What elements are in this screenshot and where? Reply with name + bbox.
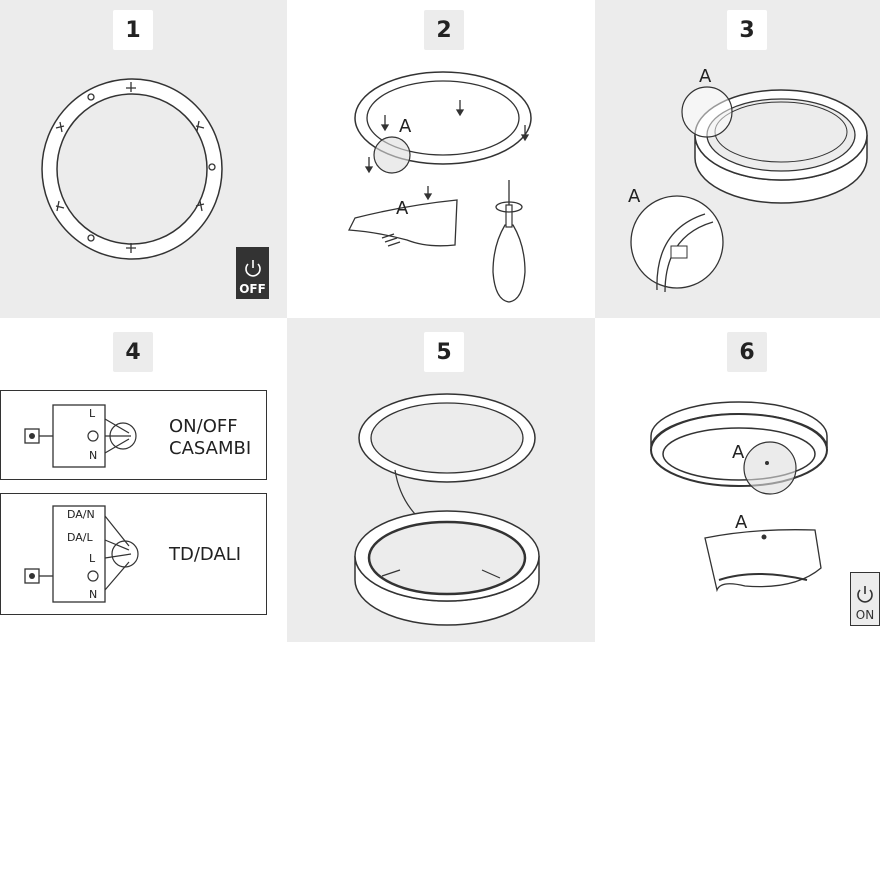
terminal-label: DA/L	[67, 531, 93, 544]
mode-label: ON/OFF	[169, 416, 238, 437]
callout-detail-label: A	[628, 186, 641, 207]
callout-label: A	[699, 66, 712, 87]
step-number: 3	[727, 10, 767, 50]
power-state-label: ON	[855, 608, 875, 622]
step-6-panel: 6 A A ON	[595, 318, 880, 642]
terminal-block-drawing	[24, 404, 137, 468]
power-icon	[857, 586, 873, 603]
step-number: 1	[113, 10, 153, 50]
step-3-panel: 3 A A	[595, 0, 880, 318]
callout-detail-label: A	[396, 198, 409, 219]
terminal-label: L	[89, 407, 96, 420]
mode-label: CASAMBI	[169, 438, 252, 459]
step-4-panel: 4 L N ON/OFF CASAMBI DA/N DA/L L N	[0, 318, 287, 642]
power-off-badge: OFF	[236, 247, 269, 299]
terminal-label: L	[89, 552, 96, 565]
callout-label: A	[732, 442, 745, 463]
terminal-label: N	[89, 449, 98, 462]
step-5-panel: 5	[287, 318, 595, 642]
step-number: 6	[727, 332, 767, 372]
step-number: 4	[113, 332, 153, 372]
callout-label: A	[399, 116, 412, 137]
mounting-ring-drawing	[41, 78, 223, 260]
step-1-panel: 1 OFF	[0, 0, 287, 318]
step-2-panel: 2 A A	[287, 0, 595, 318]
terminal-label: N	[89, 588, 98, 601]
luminaire-ring-drawing	[630, 86, 868, 293]
callout-detail-label: A	[735, 512, 748, 533]
power-state-label: OFF	[239, 282, 266, 296]
installed-luminaire-drawing	[650, 401, 828, 593]
ring-with-screws-drawing	[347, 71, 532, 303]
power-icon	[244, 260, 261, 277]
terminal-block-drawing	[24, 505, 139, 603]
terminal-label: DA/N	[67, 508, 95, 521]
power-on-badge: ON	[850, 572, 880, 626]
step-number: 2	[424, 10, 464, 50]
step-number: 5	[424, 332, 464, 372]
wiring-diagram-dali: DA/N DA/L L N TD/DALI	[0, 493, 267, 615]
wiring-diagram-onoff: L N ON/OFF CASAMBI	[0, 390, 267, 480]
ring-and-luminaire-drawing	[354, 393, 540, 626]
mode-label: TD/DALI	[169, 544, 242, 565]
